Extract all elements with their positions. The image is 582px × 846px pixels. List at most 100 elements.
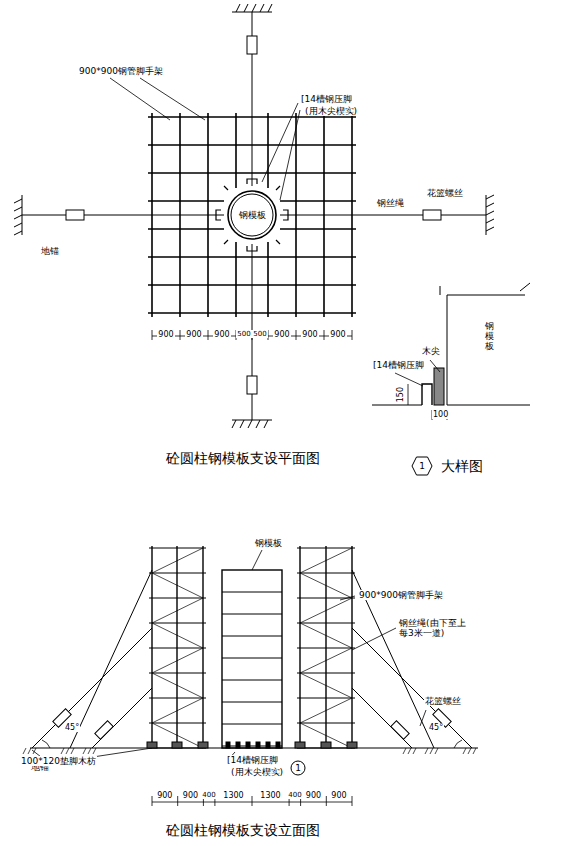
leader-line (110, 78, 300, 200)
annotation: 900*900钢管脚手架 (358, 590, 444, 600)
annotation: [14槽钢压脚 (300, 94, 353, 104)
annotation: 花篮螺丝 (426, 188, 464, 198)
stroke (14, 199, 22, 203)
annotation: 45° (428, 723, 444, 732)
formwork-joint (222, 658, 282, 659)
scaffold-grid (148, 113, 356, 317)
elevation-drawing (23, 546, 478, 806)
stroke (244, 4, 248, 12)
brace (152, 573, 203, 598)
stroke (236, 4, 240, 12)
stroke (14, 207, 22, 211)
scaffold-tube (351, 546, 352, 748)
annotation: 45° (64, 723, 80, 732)
scaffold-tube (267, 113, 269, 188)
timber-pad (147, 742, 157, 748)
scaffold-tube (151, 546, 152, 748)
drawing-title: 大样图 (440, 458, 484, 474)
ground-hatch (61, 748, 64, 754)
node-text: 钢模板 (227, 209, 277, 222)
brace (152, 548, 203, 573)
dimension: 1300 (222, 791, 244, 800)
stroke (260, 4, 264, 12)
brace (300, 723, 352, 748)
annotation: 100*120垫脚木枋 (20, 756, 97, 766)
brace (152, 673, 203, 698)
dimension: 900 (273, 330, 290, 339)
scaffold-tube (325, 546, 326, 748)
ground-hatch (408, 748, 411, 754)
detail-callout: 1 (290, 760, 306, 776)
formwork-joint (222, 702, 282, 703)
brace (300, 673, 352, 698)
dimension: 900 (157, 330, 174, 339)
annotation: [14槽钢压脚 (226, 755, 279, 765)
ground-hatch (430, 748, 433, 754)
ground-hatch (473, 748, 476, 754)
ground-hatch (88, 748, 91, 754)
outline (412, 457, 432, 475)
dimension-line (152, 330, 352, 340)
dimension: 900 (305, 791, 322, 800)
turnbuckle (66, 36, 441, 394)
dimension: 900 (213, 330, 230, 339)
brace (152, 623, 203, 648)
pressure-channel (216, 179, 288, 251)
ground-hatch (83, 748, 86, 754)
pressure-channel (246, 742, 250, 748)
pressure-channel (266, 742, 270, 748)
ground-hatch (28, 748, 31, 754)
formwork-joint (222, 724, 282, 725)
brace (152, 723, 203, 748)
ground-hatch (403, 748, 406, 754)
timber-pad (172, 742, 182, 748)
dimension: 900 (182, 791, 199, 800)
scaffold-tube (149, 673, 206, 674)
scaffold-tube (280, 200, 356, 202)
scaffold-tube (149, 548, 206, 549)
scaffold-tube (149, 573, 206, 574)
scaffold-tube (297, 673, 355, 674)
scaffold-tube (267, 242, 269, 317)
timber-pad (347, 742, 357, 748)
annotation: 钢模板 (484, 322, 495, 352)
pressure-channel (236, 742, 240, 748)
stroke (240, 420, 244, 428)
node-text: 1 (290, 763, 306, 773)
brace (152, 598, 203, 623)
stroke (486, 203, 494, 207)
stroke (486, 211, 494, 215)
annotation: 木尖 (421, 346, 441, 356)
formwork-joint (222, 592, 282, 593)
stroke (486, 195, 494, 199)
stroke (252, 4, 256, 12)
ground-hatch (435, 748, 438, 754)
dimension: 400 (201, 791, 216, 799)
scaffold-tube (149, 623, 206, 624)
brace (300, 573, 352, 598)
wire-rope (32, 570, 472, 748)
formwork-circle: 钢模板 (227, 190, 277, 240)
dimension: 500 (236, 330, 251, 338)
scaffold-tube (235, 242, 237, 317)
dimension: 400 (287, 791, 302, 799)
ground-hatch (463, 748, 466, 754)
scaffold-tube (148, 200, 224, 202)
stroke (14, 215, 22, 219)
brace (300, 548, 352, 573)
scaffold-tube (148, 228, 224, 230)
ground-hatch (425, 748, 428, 754)
annotation: 钢丝绳(由下至上每3米一道) (398, 618, 472, 639)
timber-pad (295, 742, 305, 748)
ground-hatch (33, 748, 36, 754)
brace (152, 648, 203, 673)
brace (300, 698, 352, 723)
annotation: (用木尖楔实) (304, 106, 358, 116)
ground-hatch (468, 748, 471, 754)
scaffold-tube (297, 623, 355, 624)
node-text: 1 (411, 461, 433, 471)
stroke (268, 4, 272, 12)
pressure-channel (276, 742, 280, 748)
scaffold-tube (176, 546, 177, 748)
annotation: 900*900钢管脚手架 (78, 66, 164, 76)
